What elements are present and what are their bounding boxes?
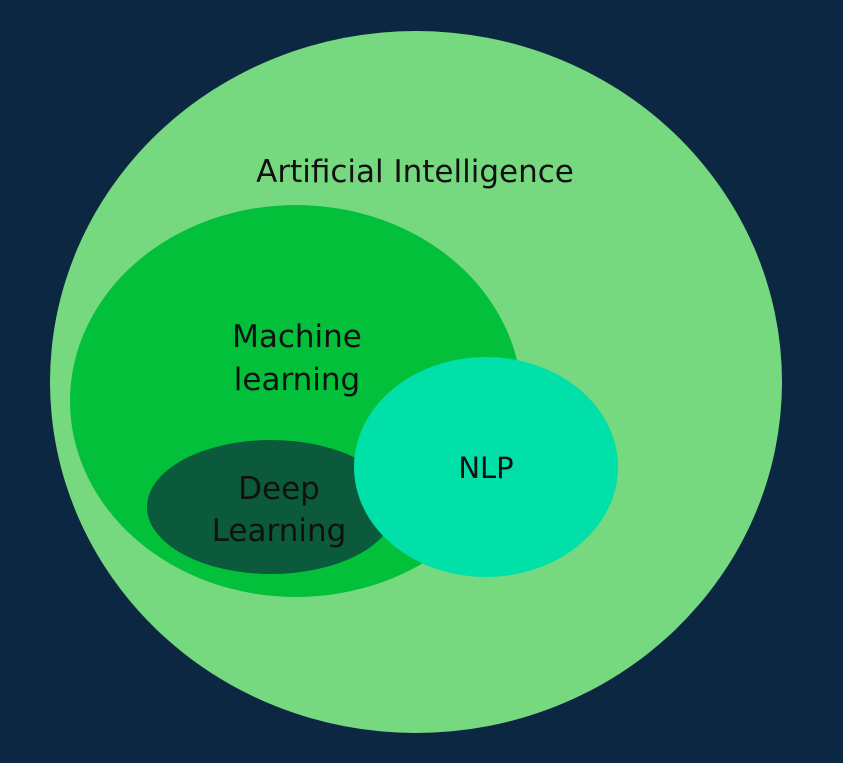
nlp-label: NLP [458,451,513,485]
ml-label-line1: Machine [232,319,362,355]
deep-learning-ellipse [147,440,395,574]
nlp-ellipse [354,357,618,577]
dl-label-line1: Deep [238,471,320,507]
ml-label-line2: learning [234,362,360,398]
dl-label-line2: Learning [212,513,347,549]
ai-label: Artificial Intelligence [256,154,574,190]
